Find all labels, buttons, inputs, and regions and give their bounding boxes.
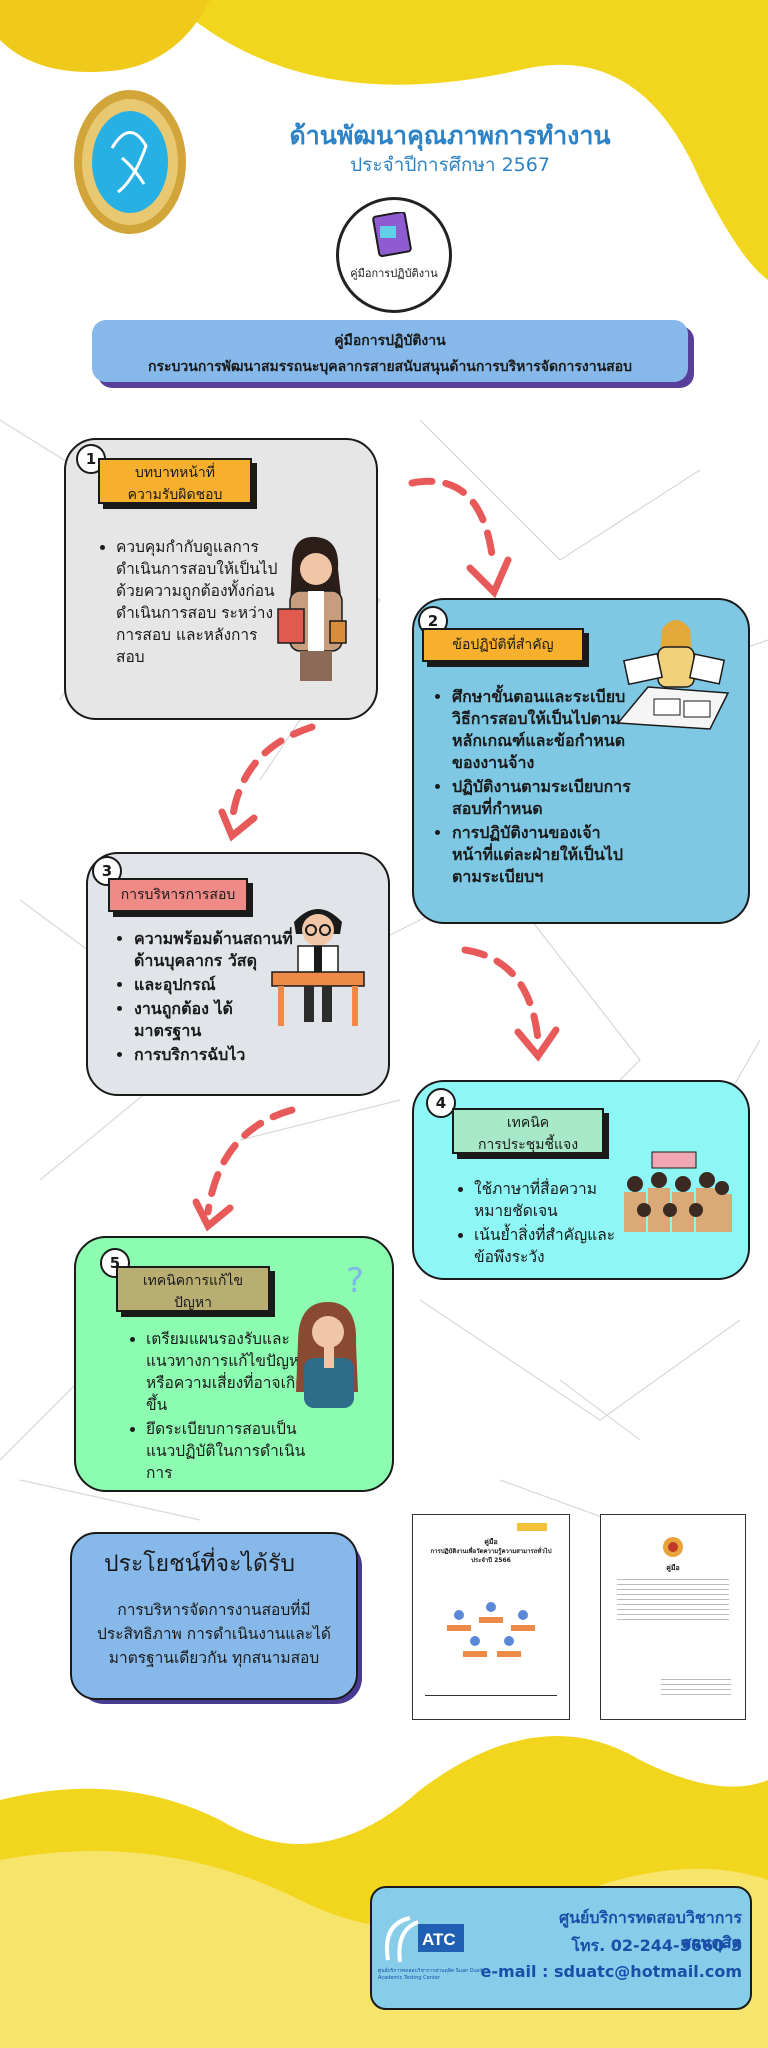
list-item: การปฏิบัติงานของเจ้าหน้าที่แต่ละฝ่ายให้เ… [452,822,638,888]
teacher-icon [277,536,347,681]
inner-footer-lines [661,1675,731,1695]
atc-caption: ศูนย์บริการทดสอบวิชาการสวนดุสิต Suan Dus… [378,1968,483,1981]
university-seal-icon [74,90,186,234]
thinking-woman-icon: ? [296,1262,364,1408]
list-item: และอุปกรณ์ [134,974,294,996]
list-item: ใช้ภาษาที่สื่อความหมายชัดเจน [474,1178,634,1222]
paperwork-icon [618,620,730,730]
contact-email[interactable]: e-mail : sduatc@hotmail.com [480,1962,742,1981]
step-1-title: บทบาทหน้าที่ ความรับผิดชอบ [98,458,252,504]
list-item: งานถูกต้อง ได้มาตรฐาน [134,998,294,1042]
inner-small-title: คู่มือ [666,1564,680,1572]
contact-tel[interactable]: โทร. 02-244-5660-3 [571,1936,742,1955]
cover-divider [425,1695,557,1696]
benefit-text: การบริหารจัดการงานสอบที่มีประสิทธิภาพ กา… [97,1601,331,1667]
top-yellow-wave [170,0,768,280]
step-3-list: ความพร้อมด้านสถานที่ ด้านบุคลากร วัสดุ แ… [112,928,294,1068]
step-4-number: 4 [426,1088,456,1118]
banner-line2: กระบวนการพัฒนาสมรรถนะบุคลากรสายสนับสนุนด… [147,359,633,375]
student-desk-icon [271,909,365,1026]
step-4-title: เทคนิค การประชุมชี้แจง [452,1108,604,1154]
page-title: ด้านพัฒนาคุณภาพการทำงาน [289,121,611,150]
step-2-list: ศึกษาขั้นตอนและระเบียบวิธีการสอบให้เป็นไ… [430,686,638,890]
manual-label: คู่มือการปฏิบัติงาน [350,267,438,280]
list-item: เตรียมแผนรองรับและแนวทางการแก้ไขปัญหาหรื… [146,1328,318,1416]
cover-small-title: คู่มือ [484,1538,498,1546]
title-banner: คู่มือการปฏิบัติงาน กระบวนการพัฒนาสมรรถน… [92,320,688,382]
step-1-number: 1 [76,444,106,474]
cover-title: การปฏิบัติงานเพื่อวัดความรู้ความสามารถทั… [430,1548,552,1564]
list-item: ความพร้อมด้านสถานที่ ด้านบุคลากร วัสดุ [134,928,294,972]
step-1-list: ควบคุมกำกับดูแลการดำเนินการสอบให้เป็นไปด… [94,536,284,670]
atc-logo-text: ATC [422,1930,456,1949]
step-2-title: ข้อปฏิบัติที่สำคัญ [422,628,584,662]
cover-corner-tag [517,1523,547,1531]
manual-book-icon [372,212,412,257]
banner-line1: คู่มือการปฏิบัติงาน [334,333,446,349]
step-5-list: เตรียมแผนรองรับและแนวทางการแก้ไขปัญหาหรื… [124,1328,318,1486]
step-4-list: ใช้ภาษาที่สื่อความหมายชัดเจน เน้นย้ำสิ่ง… [452,1178,634,1270]
manual-inner-thumbnail: คู่มือ [600,1514,746,1720]
benefit-box [70,1532,358,1700]
flow-arrows [204,477,542,1216]
manual-cover-thumbnail: คู่มือ การปฏิบัติงานเพื่อวัดความรู้ความส… [412,1514,570,1720]
page-subtitle: ประจำปีการศึกษา 2567 [350,154,550,176]
benefit-title: ประโยชน์ที่จะได้รับ [104,1551,295,1577]
inner-text-lines [617,1575,729,1623]
top-left-yellow-wave [0,0,210,72]
list-item: เน้นย้ำสิ่งที่สำคัญและข้อพึงระวัง [474,1224,634,1268]
list-item: การบริการฉับไว [134,1044,294,1066]
list-item: ควบคุมกำกับดูแลการดำเนินการสอบให้เป็นไปด… [116,536,284,668]
step-3-title: การบริหารการสอบ [108,878,248,912]
meeting-icon [624,1151,732,1232]
list-item: ยึดระเบียบการสอบเป็นแนวปฏิบัติในการดำเนิ… [146,1418,318,1484]
arrow-heads [192,556,560,1232]
list-item: ปฏิบัติงานตามระเบียบการสอบที่กำหนด [452,776,638,820]
svg-text:?: ? [346,1262,364,1301]
list-item: ศึกษาขั้นตอนและระเบียบวิธีการสอบให้เป็นไ… [452,686,638,774]
step-5-title: เทคนิคการแก้ไข ปัญหา [116,1266,270,1312]
contact-name: ศูนย์บริการทดสอบวิชาการสวนดุสิต [558,1908,742,1952]
atc-logo-icon: ATC [385,1916,464,1963]
cover-classroom-icon [447,1602,535,1657]
inner-emblem-icon [663,1537,683,1557]
